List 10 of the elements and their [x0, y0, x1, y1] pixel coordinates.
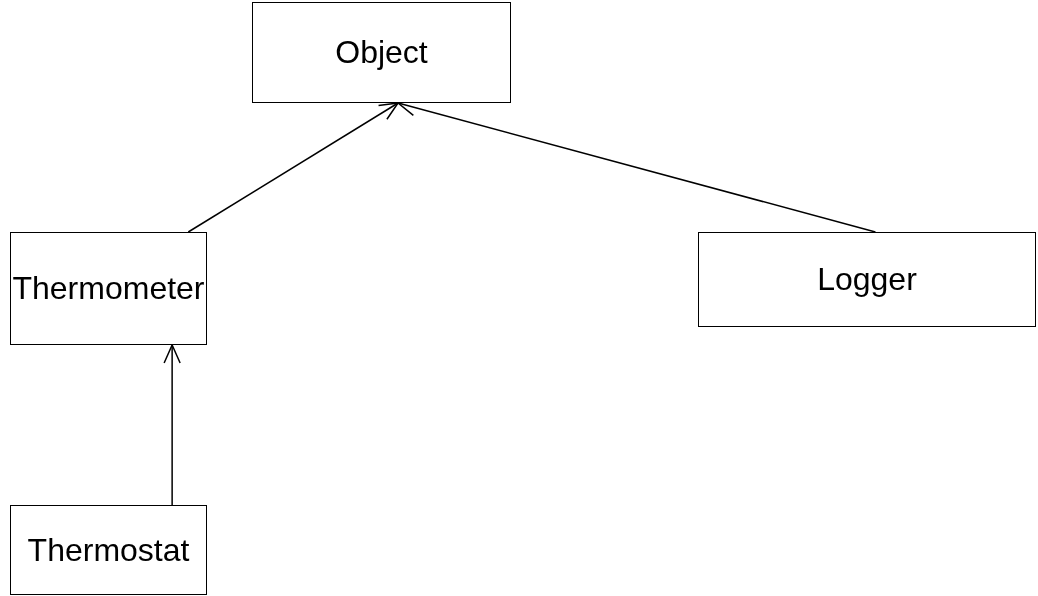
inheritance-arrow	[163, 344, 181, 506]
class-box	[10, 505, 207, 595]
inheritance-arrow	[187, 102, 399, 233]
class-name: Thermostat	[27, 531, 190, 569]
class-name: Logger	[817, 261, 917, 298]
class-box	[10, 232, 207, 345]
class-box	[698, 232, 1036, 327]
class-name: Thermometer	[12, 270, 205, 307]
class-name: Object	[335, 34, 428, 71]
class-box	[252, 2, 511, 103]
